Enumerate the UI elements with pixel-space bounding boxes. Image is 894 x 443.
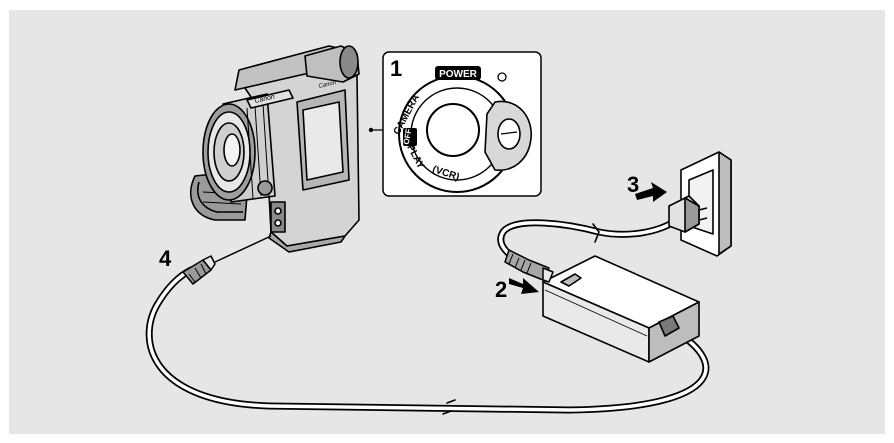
dc-plug-icon	[504, 249, 554, 283]
power-dial-icon	[382, 51, 542, 197]
cable-icon	[145, 216, 710, 415]
diagram-panel: Canon Canon POWER CAMERA OFF PLAY (VCR)	[9, 10, 885, 434]
camera-brand-label: Canon	[254, 93, 276, 104]
step-2-label: 2	[495, 277, 507, 302]
power-plug-icon	[668, 195, 708, 233]
dial-power-label: POWER	[439, 69, 478, 80]
camcorder-icon	[190, 45, 360, 253]
dial-off-label: OFF	[402, 128, 414, 145]
ac-adapter-icon	[542, 255, 700, 363]
arrow-icon	[509, 182, 667, 294]
step-1-label: 1	[390, 56, 402, 81]
connection-leader-line	[214, 235, 272, 263]
step-3-label: 3	[627, 172, 639, 197]
dc-plug-icon	[182, 255, 216, 285]
dial-pointer-dot	[368, 127, 374, 133]
step-4-label: 4	[159, 246, 172, 271]
camera-brand-small-label: Canon	[318, 80, 337, 90]
